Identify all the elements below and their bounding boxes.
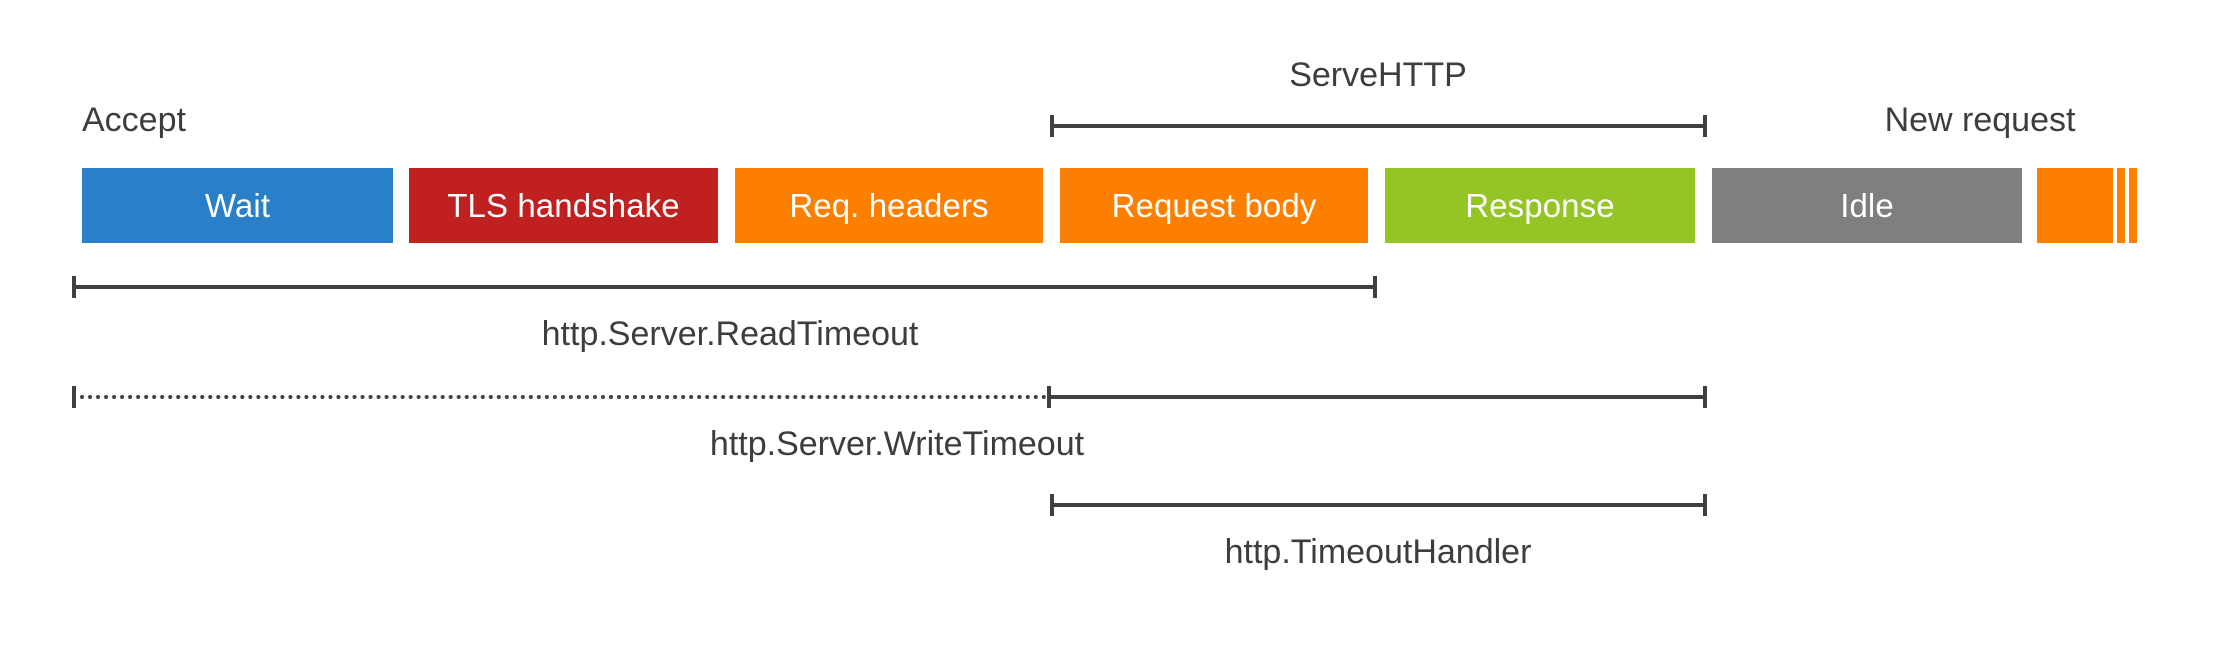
- segment-request-body: Request body: [1060, 168, 1368, 243]
- accept-label: Accept: [82, 101, 186, 139]
- timeout-handler-rule: [1050, 503, 1707, 507]
- write-timeout-cap-right: [1703, 386, 1707, 408]
- timeout-handler-cap-right: [1703, 494, 1707, 516]
- segment-idle-label: Idle: [1840, 187, 1894, 224]
- segment-response: Response: [1385, 168, 1695, 243]
- serve-http-cap-right: [1703, 115, 1707, 137]
- write-timeout-rule-dashed: [72, 395, 1047, 399]
- read-timeout-cap-right: [1373, 276, 1377, 298]
- segment-idle: Idle: [1712, 168, 2022, 243]
- write-timeout-cap-mid: [1047, 386, 1051, 408]
- segment-tls-handshake: TLS handshake: [409, 168, 718, 243]
- segment-continuation-stripe-1: [2117, 168, 2125, 243]
- segment-next-request: [2037, 168, 2113, 243]
- segment-wait: Wait: [82, 168, 393, 243]
- read-timeout-label: http.Server.ReadTimeout: [541, 315, 919, 353]
- segment-tls-handshake-label: TLS handshake: [447, 187, 680, 224]
- new-request-label: New request: [1884, 101, 2076, 139]
- segment-req-headers-label: Req. headers: [789, 187, 989, 224]
- serve-http-rule: [1050, 124, 1707, 128]
- read-timeout-cap-left: [72, 276, 76, 298]
- segment-response-label: Response: [1465, 187, 1615, 224]
- serve-http-label: ServeHTTP: [1289, 56, 1467, 94]
- timeout-handler-label: http.TimeoutHandler: [1224, 533, 1532, 571]
- write-timeout-label: http.Server.WriteTimeout: [709, 425, 1085, 463]
- write-timeout-cap-left: [72, 386, 76, 408]
- segment-wait-label: Wait: [204, 187, 271, 224]
- write-timeout-rule-solid: [1047, 395, 1707, 399]
- segment-req-headers: Req. headers: [735, 168, 1043, 243]
- segment-request-body-label: Request body: [1111, 187, 1317, 224]
- read-timeout-rule: [72, 285, 1377, 289]
- serve-http-cap-left: [1050, 115, 1054, 137]
- timeout-handler-cap-left: [1050, 494, 1054, 516]
- segment-continuation-stripe-2: [2129, 168, 2137, 243]
